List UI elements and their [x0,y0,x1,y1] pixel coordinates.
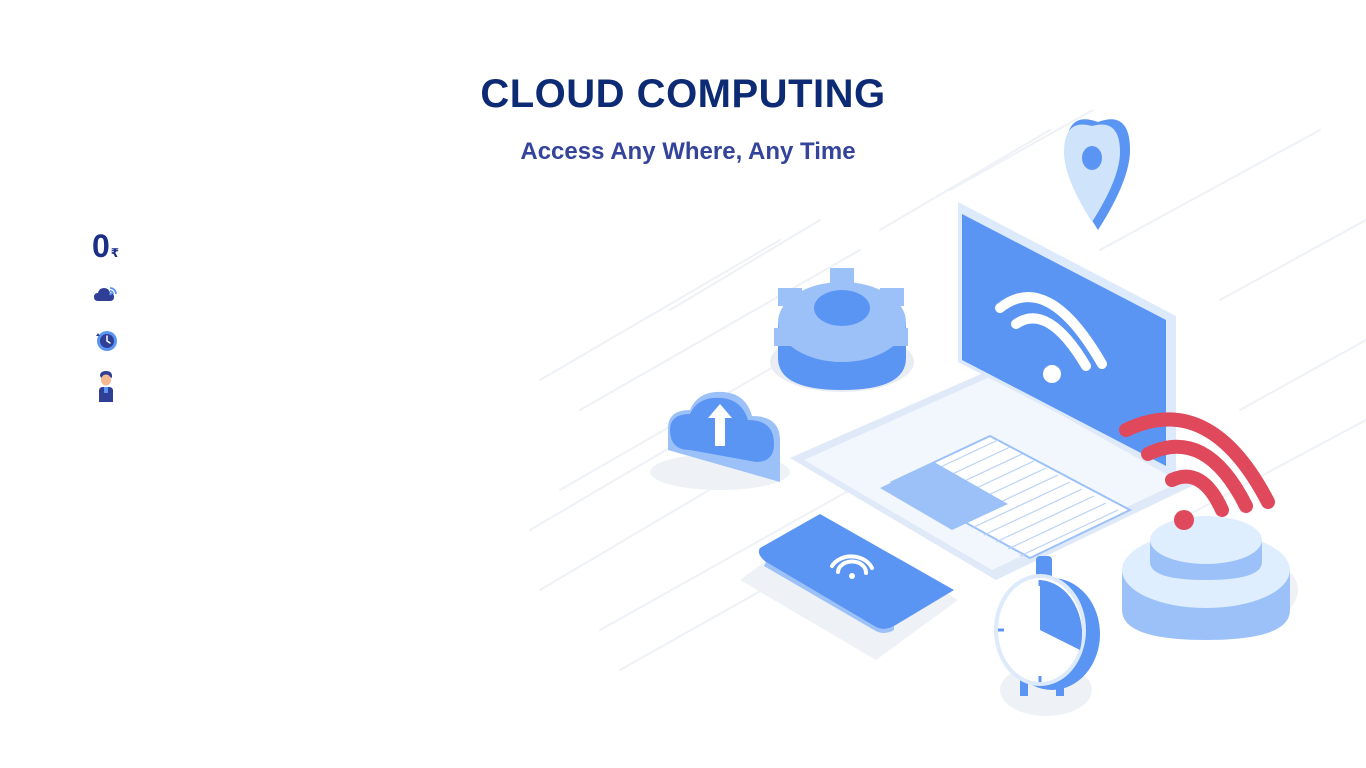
hero-subtitle: Access Any Where, Any Time [520,138,856,165]
upload-cloud [650,391,790,490]
clock-refresh-icon [96,331,117,351]
location-pin [1064,119,1130,230]
cloud-computing-illustration [529,110,1366,716]
zero-cost-value: 0 [92,228,110,264]
rupee-symbol: ₹ [110,246,120,260]
feature-support [92,371,124,403]
zero-rupee-icon: 0 ₹ [92,230,119,262]
feature-anytime [92,324,124,356]
phone [740,514,958,660]
support-person-icon [99,371,113,402]
gear [770,268,914,392]
hero-title: CLOUD COMPUTING [480,72,886,116]
laptop [790,202,1196,580]
feature-cloud-access [92,277,124,309]
feature-zero-cost: 0 ₹ [92,230,124,262]
feature-list: 0 ₹ [92,230,132,418]
cloud-wifi-icon [94,287,117,301]
stopwatch [994,556,1100,716]
router [1119,412,1298,640]
